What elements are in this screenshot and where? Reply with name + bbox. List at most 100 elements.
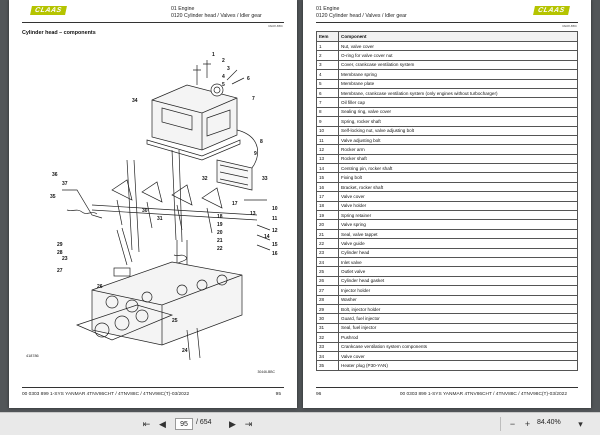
svg-text:30: 30 [142, 208, 148, 214]
svg-text:24: 24 [182, 348, 188, 354]
svg-text:23: 23 [62, 256, 68, 262]
component-name: Pushrod [338, 332, 578, 343]
component-name: Seal, valve tappet [338, 228, 578, 240]
item-number: 25 [316, 266, 339, 277]
item-number: 28 [316, 294, 339, 305]
item-number: 2 [316, 50, 339, 61]
component-name: Oil filler cap [338, 97, 578, 108]
toolbar-divider [500, 417, 501, 431]
last-page-icon[interactable]: ⇥ [244, 419, 253, 429]
item-number: 16 [316, 181, 339, 193]
item-number: 4 [316, 69, 339, 80]
component-name: Guard, fuel injector [338, 313, 578, 324]
svg-text:6: 6 [247, 76, 250, 82]
component-name: Cover, crankcase ventilation system [338, 59, 578, 71]
item-number: 32 [316, 332, 339, 343]
figure-code: 30446-BBC [257, 370, 275, 374]
header-divider [316, 22, 578, 23]
item-number: 29 [316, 303, 339, 315]
header-chapter: 01 Engine [316, 6, 340, 12]
item-number: 15 [316, 172, 339, 183]
zoom-dropdown-icon[interactable]: ▾ [578, 419, 583, 429]
page-95: CLAAS 01 Engine 0120 Cylinder head / Val… [9, 0, 297, 408]
item-number: 18 [316, 200, 339, 212]
svg-text:1: 1 [212, 52, 215, 58]
zoom-in-icon[interactable]: + [524, 419, 531, 429]
footer-text: 00 0303 899 1-SYS YANMAR 4TNV86CHT / 4TN… [22, 392, 190, 397]
page-96: CLAAS 01 Engine 0120 Cylinder head / Val… [303, 0, 591, 408]
component-name: Outlet valve [338, 266, 578, 277]
component-name: Heater plug (P30-YAN) [338, 360, 578, 371]
next-page-icon[interactable]: ▶ [229, 419, 236, 429]
component-name: Valve cover [338, 350, 578, 362]
header-section: 0120 Cylinder head / Valves / Idler gear [171, 12, 262, 19]
footer-text: 00 0303 899 1-SYS YANMAR 4TNV86CHT / 4TN… [399, 392, 567, 397]
svg-text:35: 35 [50, 194, 56, 200]
zoom-out-icon[interactable]: − [509, 419, 516, 429]
figure-id: 418786 [26, 354, 39, 358]
svg-text:33: 33 [262, 176, 268, 182]
svg-text:18: 18 [217, 214, 223, 220]
component-name: Membrane spring [338, 69, 578, 80]
item-number: 13 [316, 153, 339, 165]
component-name: Cylinder head gasket [338, 275, 578, 287]
item-number: 1 [316, 40, 339, 52]
component-name: Rocker arm [338, 144, 578, 155]
prev-page-icon[interactable]: ◀ [159, 419, 166, 429]
component-name: Valve spring [338, 219, 578, 230]
item-number: 26 [316, 275, 339, 287]
svg-text:31: 31 [157, 216, 163, 222]
svg-text:10: 10 [272, 206, 278, 212]
svg-text:12: 12 [272, 228, 278, 234]
page-header: 01 Engine 0120 Cylinder head / Valves / … [171, 6, 262, 19]
column-header-component: Component [338, 31, 578, 42]
svg-text:28: 28 [57, 250, 63, 256]
column-header-item: Item [316, 31, 339, 42]
svg-text:14: 14 [264, 234, 270, 240]
page-number: 96 [316, 392, 322, 397]
svg-text:29: 29 [57, 242, 63, 248]
component-name: Valve guide [338, 238, 578, 249]
item-number: 34 [316, 350, 339, 362]
item-number: 5 [316, 78, 339, 89]
component-name: O-ring for valve cover nut [338, 50, 578, 61]
first-page-icon[interactable]: ⇤ [142, 419, 151, 429]
header-divider [22, 22, 284, 23]
page-number-input[interactable]: 95 [175, 418, 193, 430]
component-name: Rocker shaft [338, 153, 578, 165]
svg-text:5: 5 [222, 82, 225, 88]
doc-reference: RE08-BBC [562, 24, 577, 28]
component-name: Membrane, crankcase ventilation system (… [338, 87, 578, 99]
item-number: 19 [316, 210, 339, 221]
svg-text:3: 3 [227, 66, 230, 72]
claas-logo: CLAAS [30, 6, 67, 15]
component-name: Bracket, rocker shaft [338, 181, 578, 193]
svg-text:37: 37 [62, 181, 68, 187]
component-name: Bolt, injector holder [338, 303, 578, 315]
item-number: 35 [316, 360, 339, 371]
zoom-level[interactable]: 84.40% [537, 419, 561, 426]
component-name: Spring retainer [338, 210, 578, 221]
